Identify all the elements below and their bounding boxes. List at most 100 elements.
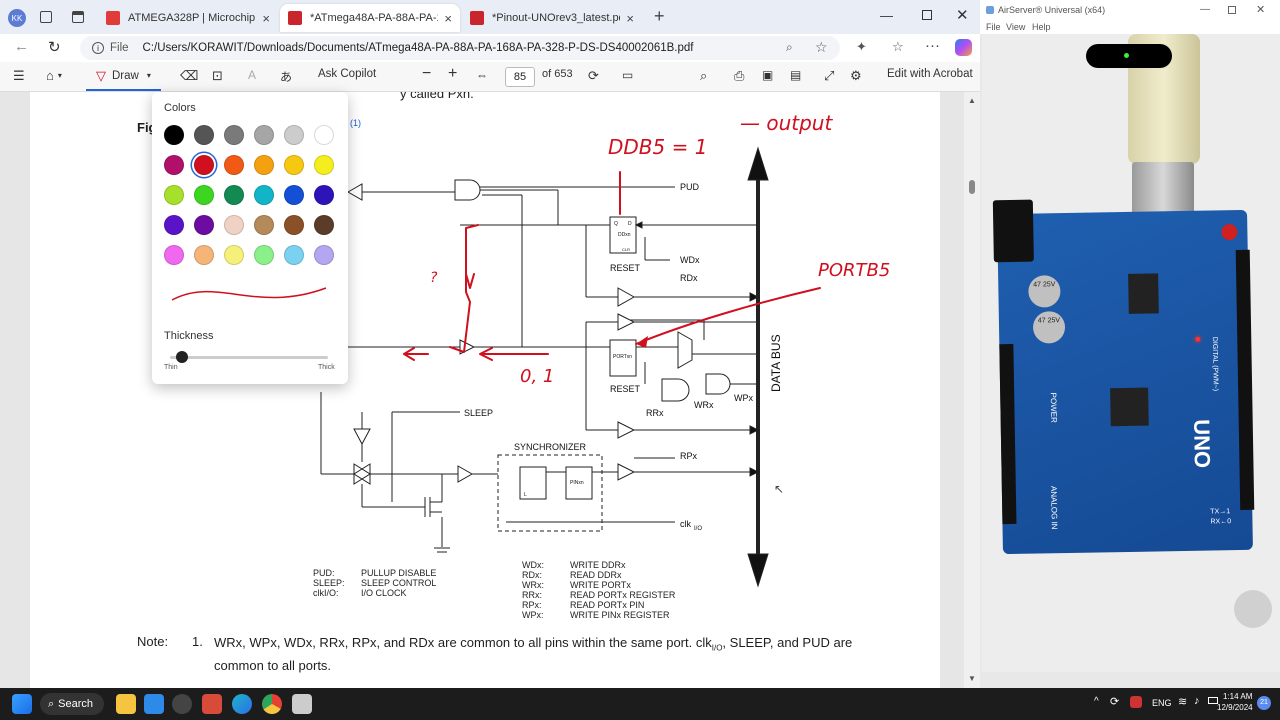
read-aloud-icon[interactable]: A bbox=[248, 68, 257, 82]
airserver-minimize[interactable]: — bbox=[1200, 4, 1210, 15]
tray-chevron-icon[interactable]: ^ bbox=[1094, 696, 1099, 707]
color-swatch[interactable] bbox=[314, 155, 334, 175]
refresh-icon[interactable]: ↻ bbox=[48, 39, 61, 56]
tray-sync-icon[interactable]: ⟳ bbox=[1110, 696, 1120, 708]
tab-atmega-pdf[interactable]: *ATmega48A-PA-88A-PA-168A-PA × bbox=[280, 4, 460, 32]
tray-language[interactable]: ENG bbox=[1152, 698, 1172, 708]
chrome-icon[interactable] bbox=[262, 694, 282, 714]
wifi-icon[interactable]: ≋ bbox=[1178, 696, 1188, 708]
clock-time[interactable]: 1:14 AM bbox=[1223, 692, 1253, 701]
airserver-menu-file[interactable]: File bbox=[986, 22, 1001, 32]
color-swatch[interactable] bbox=[314, 245, 334, 265]
color-swatch[interactable] bbox=[254, 155, 274, 175]
color-swatch[interactable] bbox=[284, 245, 304, 265]
close-icon[interactable]: × bbox=[444, 10, 452, 26]
color-swatch[interactable] bbox=[254, 245, 274, 265]
page-number-input[interactable]: 85 bbox=[505, 67, 535, 87]
store-icon[interactable] bbox=[144, 694, 164, 714]
color-swatch[interactable] bbox=[254, 185, 274, 205]
favorites-bar-icon[interactable]: ☆ bbox=[892, 39, 904, 54]
contents-icon[interactable]: ☰ bbox=[13, 68, 25, 83]
app-red-icon[interactable] bbox=[202, 694, 222, 714]
color-swatch[interactable] bbox=[194, 125, 214, 145]
color-swatch[interactable] bbox=[254, 215, 274, 235]
close-window-button[interactable]: ✕ bbox=[956, 7, 969, 24]
zoom-icon[interactable]: ⌕ bbox=[786, 40, 793, 54]
color-swatch[interactable] bbox=[164, 125, 184, 145]
color-swatch[interactable] bbox=[224, 125, 244, 145]
print-icon[interactable]: ⎙ bbox=[734, 68, 745, 83]
color-swatch[interactable] bbox=[224, 215, 244, 235]
windows-start-icon[interactable] bbox=[12, 694, 32, 714]
notification-badge[interactable]: 21 bbox=[1257, 696, 1271, 710]
page-view-icon[interactable]: ▭ bbox=[622, 68, 634, 82]
edge-icon[interactable] bbox=[232, 694, 252, 714]
airserver-menu-view[interactable]: View bbox=[1006, 22, 1026, 32]
more-icon[interactable]: ··· bbox=[925, 37, 940, 54]
airserver-close[interactable]: ✕ bbox=[1256, 4, 1266, 16]
scroll-thumb[interactable] bbox=[969, 180, 975, 194]
app-window-icon[interactable] bbox=[292, 694, 312, 714]
color-swatch[interactable] bbox=[194, 185, 214, 205]
settings-gear-icon[interactable]: ⚙ bbox=[850, 68, 862, 83]
copilot-icon[interactable] bbox=[955, 39, 972, 56]
extensions-icon[interactable]: ✦ bbox=[856, 39, 867, 54]
color-swatch[interactable] bbox=[284, 125, 304, 145]
workspaces-icon[interactable] bbox=[40, 11, 52, 23]
favorite-icon[interactable]: ☆ bbox=[815, 39, 828, 55]
color-swatch[interactable] bbox=[164, 185, 184, 205]
maximize-button[interactable] bbox=[922, 10, 932, 20]
app-icon[interactable] bbox=[172, 694, 192, 714]
file-explorer-icon[interactable] bbox=[116, 694, 136, 714]
color-swatch[interactable] bbox=[164, 215, 184, 235]
color-swatch[interactable] bbox=[314, 215, 334, 235]
color-swatch[interactable] bbox=[224, 155, 244, 175]
color-swatch[interactable] bbox=[194, 245, 214, 265]
airserver-maximize[interactable] bbox=[1228, 6, 1236, 14]
color-swatch[interactable] bbox=[284, 215, 304, 235]
expand-icon[interactable]: ⤢ bbox=[824, 68, 835, 83]
tab-actions-icon[interactable] bbox=[72, 11, 84, 23]
close-icon[interactable]: × bbox=[262, 10, 270, 26]
url-field[interactable]: i File C:/Users/KORAWIT/Downloads/Docume… bbox=[80, 36, 840, 60]
translate-icon[interactable]: あ bbox=[280, 70, 293, 84]
scroll-up-icon[interactable]: ▲ bbox=[968, 96, 976, 105]
volume-icon[interactable]: ♪ bbox=[1194, 695, 1200, 707]
close-icon[interactable]: × bbox=[626, 10, 634, 26]
thickness-slider[interactable] bbox=[170, 351, 328, 363]
vertical-scrollbar[interactable]: ▲ ▼ bbox=[964, 92, 980, 688]
clock-date[interactable]: 12/9/2024 bbox=[1217, 703, 1253, 712]
tray-app-icon[interactable] bbox=[1130, 696, 1142, 708]
minimize-button[interactable]: — bbox=[880, 8, 893, 23]
ask-copilot-button[interactable]: Ask Copilot bbox=[318, 68, 377, 80]
highlight-icon[interactable]: ⌂ ▾ bbox=[46, 68, 62, 83]
color-swatch[interactable] bbox=[314, 125, 334, 145]
color-swatch[interactable] bbox=[224, 245, 244, 265]
color-swatch[interactable] bbox=[224, 185, 244, 205]
find-icon[interactable]: ⌕ bbox=[700, 68, 708, 83]
thickness-slider-thumb[interactable] bbox=[175, 351, 188, 363]
color-swatch[interactable] bbox=[194, 215, 214, 235]
edit-with-acrobat-button[interactable]: Edit with Acrobat bbox=[887, 68, 973, 80]
color-swatch[interactable] bbox=[284, 185, 304, 205]
color-swatch[interactable] bbox=[164, 245, 184, 265]
save-as-icon[interactable]: ▤ bbox=[790, 68, 802, 82]
fit-page-icon[interactable]: ⇔ bbox=[476, 68, 488, 82]
zoom-out-button[interactable]: − bbox=[422, 65, 432, 82]
color-swatch[interactable] bbox=[314, 185, 334, 205]
zoom-in-button[interactable]: + bbox=[448, 65, 458, 82]
back-icon[interactable]: ← bbox=[14, 38, 29, 55]
battery-icon[interactable] bbox=[1208, 697, 1218, 704]
tab-pinout-pdf[interactable]: *Pinout-UNOrev3_latest.pdf × bbox=[462, 4, 642, 32]
tab-microchip[interactable]: ATMEGA328P | Microchip Technolo × bbox=[98, 4, 278, 32]
rotate-icon[interactable]: ⟳ bbox=[588, 68, 599, 83]
color-swatch[interactable] bbox=[194, 155, 214, 175]
color-swatch[interactable] bbox=[254, 125, 274, 145]
airserver-menu-help[interactable]: Help bbox=[1032, 22, 1051, 32]
save-icon[interactable]: ▣ bbox=[762, 68, 774, 82]
scroll-down-icon[interactable]: ▼ bbox=[968, 674, 976, 683]
color-swatch[interactable] bbox=[284, 155, 304, 175]
round-button-overlay[interactable] bbox=[1234, 590, 1272, 628]
color-swatch[interactable] bbox=[164, 155, 184, 175]
taskbar-search[interactable]: ⌕ Search bbox=[40, 693, 104, 715]
